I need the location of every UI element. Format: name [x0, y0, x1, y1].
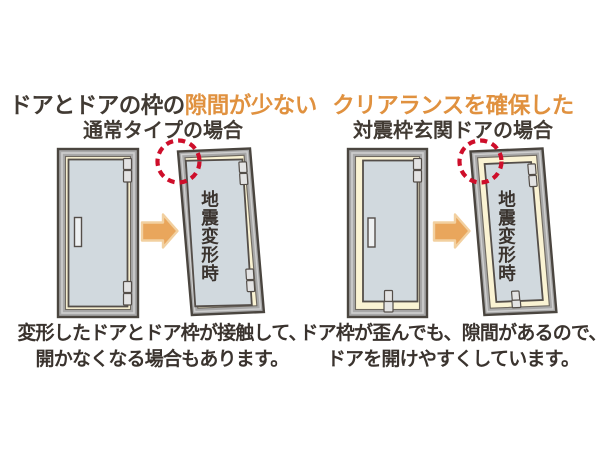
door-handle: [367, 217, 376, 248]
quake-door-deformed: [469, 147, 558, 317]
contact-highlight-circle-icon: [155, 138, 202, 185]
door-handle: [73, 216, 83, 248]
right-caption-line2: ドアを開けやすくしています。: [326, 348, 580, 370]
hinge-icon: [412, 169, 423, 183]
door-frame-highlight: [61, 152, 135, 314]
hinge-icon: [122, 280, 133, 294]
hinge-icon: [245, 268, 255, 281]
left-caption-line1: 変形したドアとドア枠が接触して、: [17, 323, 307, 344]
clearance-highlight-circle-icon: [457, 138, 504, 185]
hinge-icon: [412, 157, 423, 171]
left-earthquake-label: 地震変形時: [199, 190, 220, 283]
transition-arrow-icon: [140, 213, 179, 249]
right-subtitle: 対震枠玄関ドアの場合: [353, 120, 553, 142]
hinges: [412, 157, 423, 183]
right-title-highlight: クリアランスを確保した: [332, 93, 574, 118]
hinge-icon: [527, 163, 537, 176]
quake-door-closed: [346, 147, 429, 319]
door-frame-highlight: [473, 151, 554, 313]
hinge-icon: [246, 279, 256, 293]
hinge-icon: [122, 169, 133, 183]
door-frame-highlight: [351, 152, 424, 314]
transition-arrow-icon: [432, 213, 471, 249]
left-title: ドアとドアの枠の隙間が少ない: [8, 93, 318, 119]
hinge-icon: [122, 292, 133, 306]
hinges: [238, 161, 256, 293]
stopper-icon: [383, 300, 394, 313]
stopper-icon: [383, 289, 394, 303]
hinges: [527, 163, 538, 188]
right-earthquake-label: 地震変形時: [496, 190, 517, 283]
door-stopper: [383, 289, 394, 313]
right-title: クリアランスを確保した: [298, 93, 600, 119]
hinge-icon: [239, 172, 249, 186]
normal-door-deformed: [176, 147, 266, 317]
door-panel: [67, 158, 129, 308]
right-caption-line1: ドア枠が歪んでも、隙間があるので、: [299, 323, 600, 344]
hinge-icon: [238, 161, 248, 174]
left-subtitle: 通常タイプの場合: [83, 120, 243, 142]
hinge-icon: [122, 157, 133, 171]
left-title-highlight: 隙間が少ない: [184, 93, 318, 118]
door-panel: [184, 158, 253, 308]
hinges: [122, 157, 133, 306]
door-frame-highlight: [180, 151, 262, 313]
hinge-icon: [528, 174, 538, 188]
left-title-prefix: ドアとドアの枠の: [9, 93, 185, 118]
door-panel-group: [184, 158, 256, 308]
right-caption: ドア枠が歪んでも、隙間があるので、 ドアを開けやすくしています。: [297, 321, 600, 372]
left-caption: 変形したドアとドア枠が接触して、 開かなくなる場合もあります。: [6, 321, 318, 372]
normal-door-closed: [56, 147, 140, 319]
left-caption-line2: 開かなくなる場合もあります。: [35, 348, 290, 370]
door-stopper: [510, 290, 522, 309]
stopper-icon: [511, 299, 522, 309]
